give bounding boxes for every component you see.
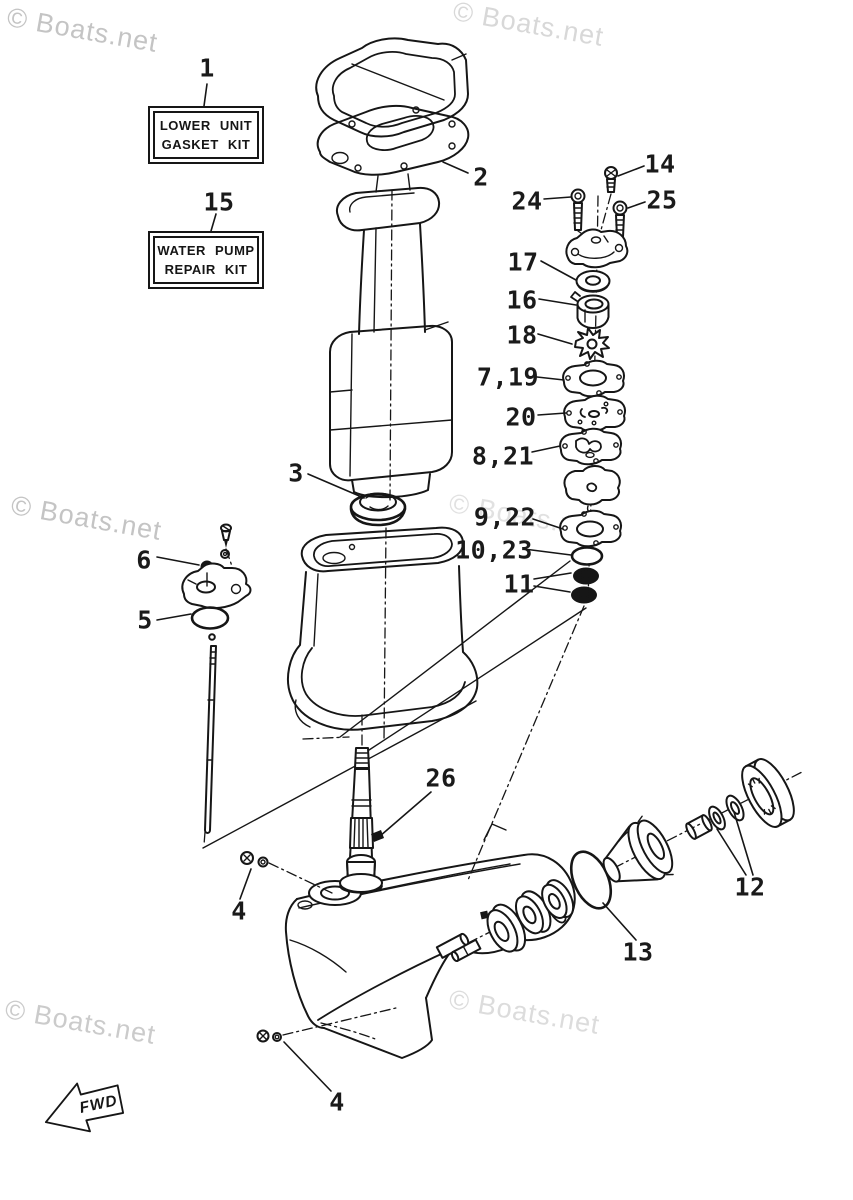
callout-3: 3 — [288, 458, 304, 488]
callout-8-21: 8,21 — [471, 441, 535, 471]
bolt-part14 — [600, 166, 618, 231]
callout-10-23: 10,23 — [455, 535, 533, 565]
callout-13: 13 — [622, 937, 654, 967]
forward-gear — [480, 903, 527, 953]
gasket-part7-19 — [562, 359, 625, 398]
top-plate-assembly — [315, 37, 470, 193]
callout-18: 18 — [506, 320, 538, 350]
upper-casing — [287, 526, 479, 741]
callout-9-22: 9,22 — [473, 502, 537, 532]
shim-washer — [541, 879, 575, 919]
callout-6: 6 — [136, 545, 152, 575]
kit-box-line: WATER PUMP — [157, 243, 255, 258]
leader-lines — [156, 83, 754, 1092]
oil-seal-part12-a — [708, 805, 726, 831]
callout-16: 16 — [506, 285, 538, 315]
water-pump-housing — [565, 228, 629, 269]
callout-17: 17 — [507, 247, 539, 277]
callout-24: 24 — [511, 186, 543, 216]
fwd-arrow-label: FWD — [78, 1092, 119, 1117]
oil-seal-part12-b — [725, 794, 745, 822]
gasket-part8-21 — [559, 427, 622, 466]
callout-4-lower: 4 — [329, 1087, 345, 1117]
shift-rod — [204, 645, 217, 834]
callout-5: 5 — [137, 605, 153, 635]
callout-14: 14 — [644, 149, 676, 179]
gasket-part9-22 — [559, 509, 622, 548]
spacer-sleeve — [685, 814, 713, 840]
bolt-part24 — [570, 188, 586, 237]
shift-cam-housing — [181, 562, 252, 610]
driveshaft-housing — [329, 186, 453, 501]
fwd-arrow: FWD — [44, 1082, 125, 1133]
bearing-carrier — [602, 815, 674, 883]
prop-shaft-end — [450, 938, 482, 963]
o-ring-part5 — [190, 606, 230, 630]
o-ring-part10-23 — [570, 546, 604, 566]
callout-4-upper: 4 — [231, 896, 247, 926]
callout-1: 1 — [199, 53, 215, 83]
gasket-part2 — [316, 104, 470, 176]
prop-shaft-assembly — [450, 758, 795, 963]
seal-part3 — [349, 492, 407, 527]
lower-unit-gasket-kit-box: LOWER UNIT GASKET KIT — [148, 106, 264, 164]
callout-7-19: 7,19 — [476, 362, 540, 392]
screw-part4-upper — [240, 851, 333, 894]
callout-12: 12 — [734, 872, 766, 902]
washer-part17 — [575, 270, 611, 293]
wear-plate — [563, 465, 621, 515]
callout-20: 20 — [505, 402, 537, 432]
kit-box-line: REPAIR KIT — [164, 262, 248, 277]
gear-housing — [284, 823, 576, 1059]
water-pump-repair-kit-box: WATER PUMP REPAIR KIT — [148, 231, 264, 289]
shift-rod-assembly — [181, 523, 252, 834]
driveshaft-key-part26 — [371, 830, 384, 842]
plate-part20 — [563, 394, 626, 433]
pump-cup-part16 — [570, 291, 610, 329]
kit-box-line: GASKET KIT — [161, 137, 251, 152]
driveshaft — [339, 711, 384, 894]
impeller-part18 — [574, 327, 610, 360]
oil-seals-part11 — [571, 567, 599, 604]
callout-26: 26 — [425, 763, 457, 793]
callout-2: 2 — [473, 162, 489, 192]
carrier-end-cap — [741, 758, 795, 828]
callout-15: 15 — [203, 187, 235, 217]
screw-part4-lower — [256, 1007, 397, 1043]
callout-11: 11 — [503, 569, 535, 599]
kit-box-line: LOWER UNIT — [159, 118, 253, 133]
callout-25: 25 — [646, 185, 678, 215]
